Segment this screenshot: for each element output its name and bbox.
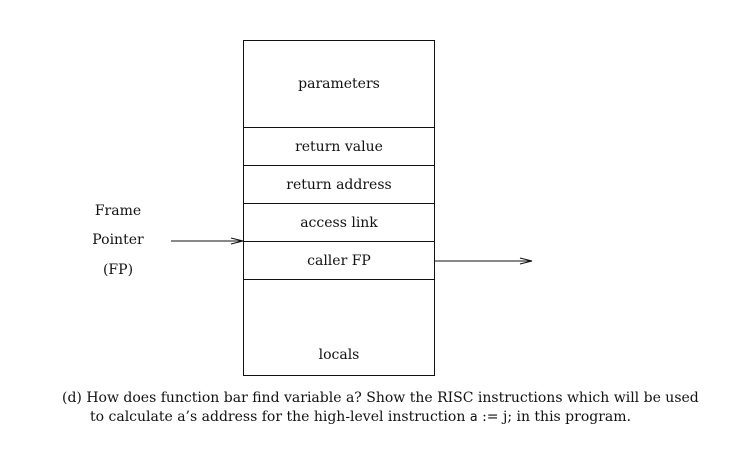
caller-fp-label: caller FP xyxy=(307,252,371,269)
frame-pointer-label-line1: Frame xyxy=(94,203,142,219)
return-value-slot: return value xyxy=(244,128,434,166)
return-value-label: return value xyxy=(295,138,383,155)
stack-frame-diagram: parameters return value return address a… xyxy=(243,40,435,376)
question-d: (d) How does function bar find variable … xyxy=(62,389,702,427)
access-link-slot: access link xyxy=(244,204,434,242)
question-line-1: (d) How does function bar find variable … xyxy=(62,390,699,406)
frame-pointer-label-line2: Pointer xyxy=(92,232,144,248)
question-line-2: to calculate a’s address for the high-le… xyxy=(62,408,702,427)
caller-fp-slot: caller FP xyxy=(244,242,434,280)
locals-slot: locals xyxy=(244,280,434,375)
question-code-variable: a xyxy=(469,410,478,425)
return-address-slot: return address xyxy=(244,166,434,204)
question-line-2-before: to calculate a’s address for the high-le… xyxy=(90,409,470,425)
locals-label: locals xyxy=(318,347,360,363)
question-line-2-after: := j; in this program. xyxy=(477,409,631,425)
frame-pointer-label-line3: (FP) xyxy=(102,262,134,278)
frame-pointer-arrow xyxy=(171,237,244,245)
return-address-label: return address xyxy=(286,176,392,193)
parameters-label: parameters xyxy=(298,76,380,92)
access-link-label: access link xyxy=(300,214,378,231)
parameters-slot: parameters xyxy=(244,41,434,128)
caller-fp-arrow xyxy=(435,257,533,265)
